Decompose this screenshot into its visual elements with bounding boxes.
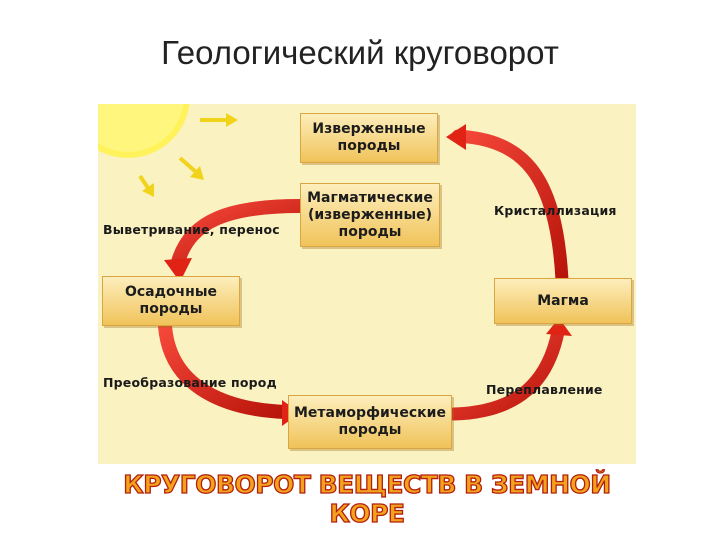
igneous-rocks-box: Изверженные породы (300, 113, 438, 163)
igneous-rocks-label: Изверженные породы (312, 121, 426, 154)
magmatic-rocks-box: Магматические (изверженные) породы (300, 183, 440, 247)
remelting-label: Переплавление (486, 382, 603, 397)
crystallization-arrow (451, 129, 569, 287)
magmatic-rocks-label: Магматические (изверженные) породы (307, 189, 433, 240)
weathering-arrow (171, 199, 307, 269)
sedimentary-rocks-box: Осадочные породы (102, 276, 240, 326)
metamorphic-rocks-label: Метаморфические породы (294, 405, 446, 438)
sun-icon (98, 104, 190, 158)
sedimentary-rocks-label: Осадочные породы (124, 284, 217, 317)
crystallization-label: Кристаллизация (494, 203, 617, 218)
transformation-arrow (158, 319, 293, 419)
slide-title: Геологический круговорот (161, 34, 559, 71)
banner-title: КРУГОВОРОТ ВЕЩЕСТВ В ЗЕМНОЙ КОРЕ (123, 469, 612, 528)
weathering-arrowhead (164, 258, 192, 282)
crystallization-arrowhead (446, 124, 466, 150)
remelting-arrowhead (546, 318, 572, 336)
remelting-arrow (447, 325, 565, 421)
weathering-label: Выветривание, перенос (103, 222, 280, 237)
sun-ray-arrow-icon (138, 113, 238, 197)
magma-label: Магма (537, 292, 589, 309)
transformation-label: Преобразование пород (103, 375, 277, 390)
metamorphic-rocks-box: Метаморфические породы (288, 395, 452, 449)
magma-box: Магма (494, 278, 632, 324)
